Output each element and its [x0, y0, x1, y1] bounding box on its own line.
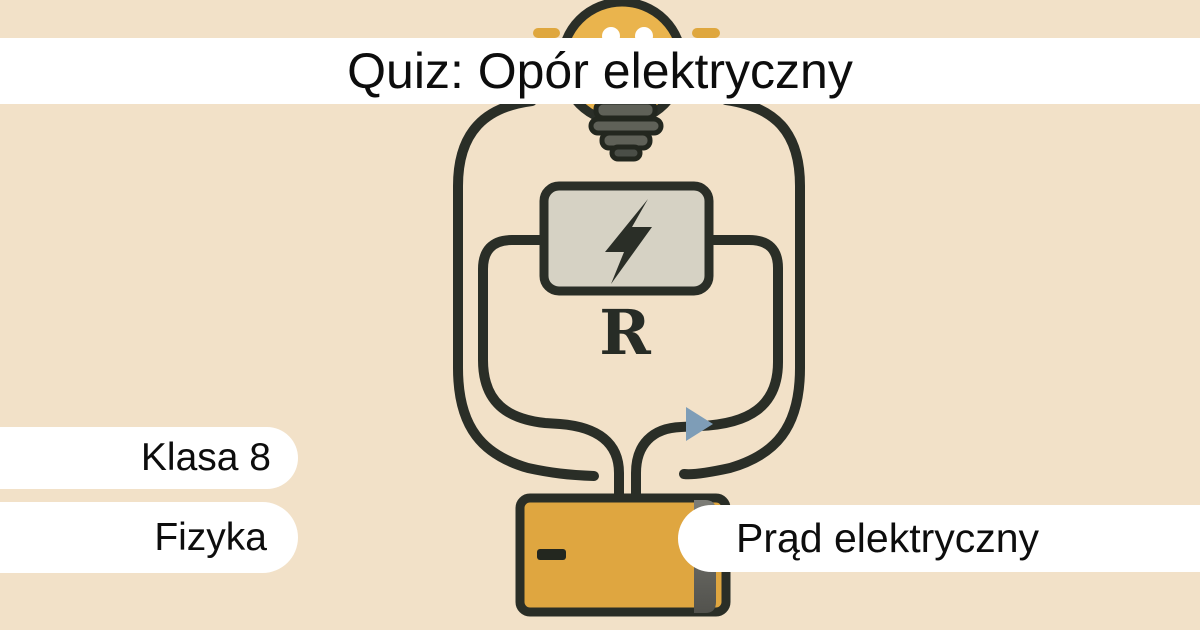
lightning-bolt-icon: [605, 199, 652, 284]
bulb-ray-dashes: [533, 28, 720, 38]
topic-badge[interactable]: Prąd elektryczny: [678, 505, 1200, 572]
current-arrow-icon: [686, 407, 713, 441]
circuit-wires: [453, 95, 805, 511]
subject-badge[interactable]: Fizyka: [0, 502, 298, 573]
battery-minus-icon: [537, 549, 566, 560]
grade-badge-label: Klasa 8: [140, 436, 271, 479]
resistor-label: R: [599, 296, 651, 369]
page-title: Quiz: Opór elektryczny: [347, 43, 853, 99]
subject-badge-label: Fizyka: [154, 515, 267, 559]
topic-badge-label: Prąd elektryczny: [736, 515, 1040, 561]
title-banner: Quiz: Opór elektryczny: [0, 38, 1200, 104]
bulb-base-icon: [588, 99, 664, 162]
grade-badge[interactable]: Klasa 8: [0, 427, 298, 489]
resistor-icon: [539, 181, 714, 296]
battery-icon: [515, 493, 731, 617]
